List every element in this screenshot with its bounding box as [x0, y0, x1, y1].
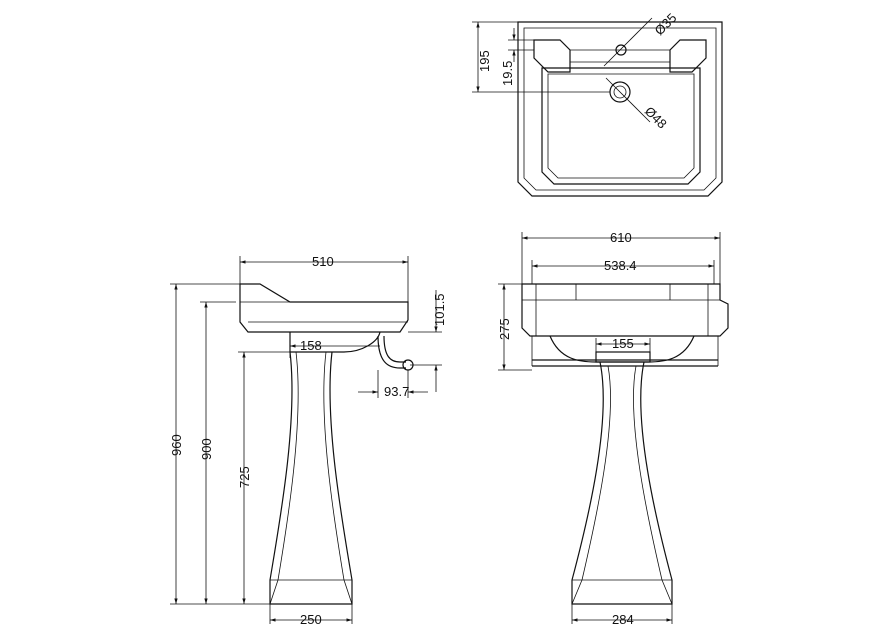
plan-right-deck-corner: [669, 39, 707, 73]
front-basin: [521, 283, 729, 337]
plan-bowl: [541, 67, 701, 185]
dim-pedestal-base-width: 284: [612, 612, 634, 627]
dim-pedestal-height: 725: [237, 466, 252, 488]
dim-towel-rail-width: 538.4: [604, 258, 637, 273]
plan-left-deck-corner: [533, 39, 571, 73]
plan-inner-rim: [523, 27, 717, 191]
front-pedestal: [571, 361, 673, 605]
tap-hole: [615, 44, 627, 56]
side-pedestal: [269, 351, 353, 605]
side-waste-trap: [383, 335, 406, 363]
dim-waste-offset: 158: [300, 338, 322, 353]
dim-basin-depth: 510: [312, 254, 334, 269]
plan-outline: [517, 21, 723, 197]
dim-rim: 19.5: [500, 61, 515, 86]
side-view: 510 101.5 158 93.7 960 900 725: [169, 254, 447, 627]
plan-bowl-inner: [547, 73, 695, 179]
plan-view: Ø35 Ø48 195 19.5: [472, 10, 723, 197]
dim-depth: 195: [477, 50, 492, 72]
dim-tap-hole-diameter: Ø35: [652, 10, 680, 38]
dim-total-height: 960: [169, 434, 184, 456]
dim-width: 610: [610, 230, 632, 245]
dim-waste-width: 155: [612, 336, 634, 351]
dim-bowl-height: 101.5: [432, 293, 447, 326]
side-basin: [239, 283, 409, 333]
dim-rim-height: 900: [199, 438, 214, 460]
dim-waste-diameter: Ø48: [642, 104, 670, 132]
front-waste: [595, 351, 651, 363]
front-view: 610 538.4 275 155 284: [497, 230, 729, 627]
side-bowl-underside: [289, 331, 381, 353]
dim-trap-offset: 93.7: [384, 384, 409, 399]
dim-basin-height: 275: [497, 318, 512, 340]
dim-pedestal-width: 250: [300, 612, 322, 627]
